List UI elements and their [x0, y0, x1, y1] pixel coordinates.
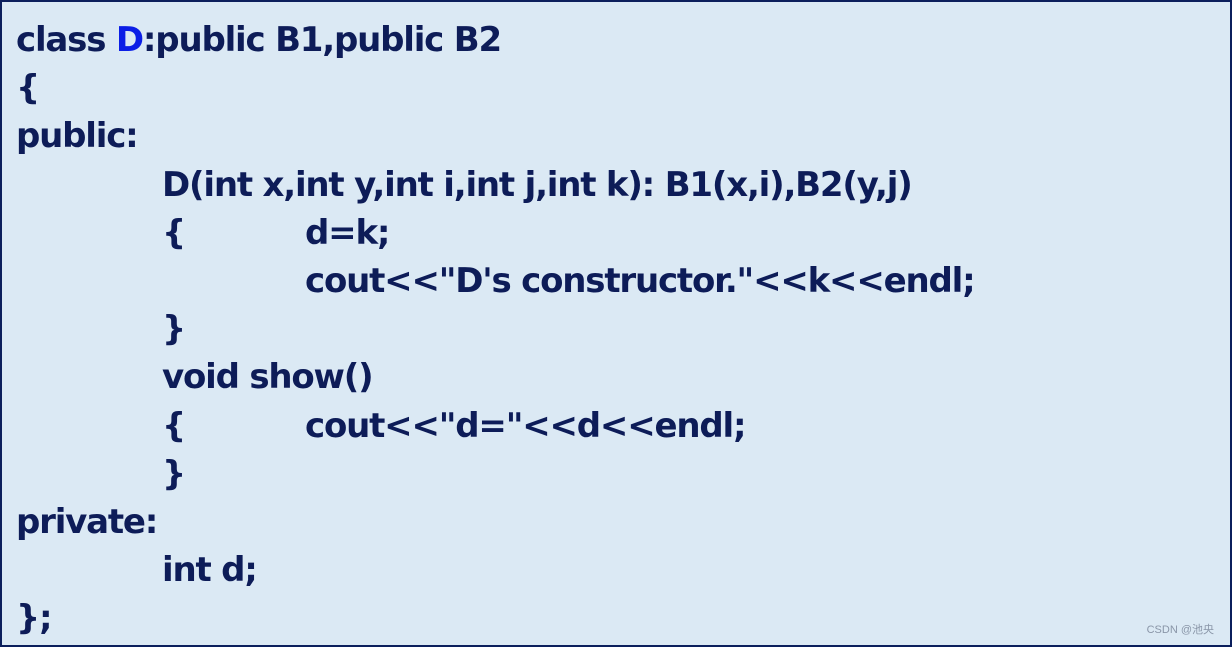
keyword-class: class — [16, 20, 116, 60]
code-line-ctor-body-start: { d=k; — [16, 209, 974, 257]
brace: { — [162, 212, 186, 253]
code-line-cout-ctor: cout<<"D's constructor."<<k<<endl; — [305, 260, 976, 301]
statement: d=k; — [305, 212, 390, 253]
watermark: CSDN @池央 — [1146, 624, 1214, 636]
code-line-close: }; — [16, 598, 53, 639]
base-classes: :public B1,public B2 — [142, 20, 502, 60]
code-block: class D:public B1,public B2 { public: D(… — [16, 16, 976, 642]
code-line-member: int d; — [162, 550, 258, 591]
code-line-show-close: } — [162, 453, 186, 494]
code-line-open-brace: { — [16, 68, 40, 109]
code-line-ctor-close: } — [162, 309, 186, 350]
code-line-show-decl: void show() — [162, 357, 374, 398]
code-line-public: public: — [16, 116, 139, 157]
code-line-show-body: { cout<<"d="<<d<<endl; — [16, 402, 974, 450]
brace: { — [162, 405, 186, 446]
code-line-private: private: — [16, 501, 158, 542]
statement: cout<<"d="<<d<<endl; — [305, 405, 747, 446]
code-line-constructor: D(int x,int y,int i,int j,int k): B1(x,i… — [162, 164, 913, 205]
class-name: D — [115, 20, 144, 60]
code-line-class-decl: class D:public B1,public B2 — [16, 16, 974, 64]
